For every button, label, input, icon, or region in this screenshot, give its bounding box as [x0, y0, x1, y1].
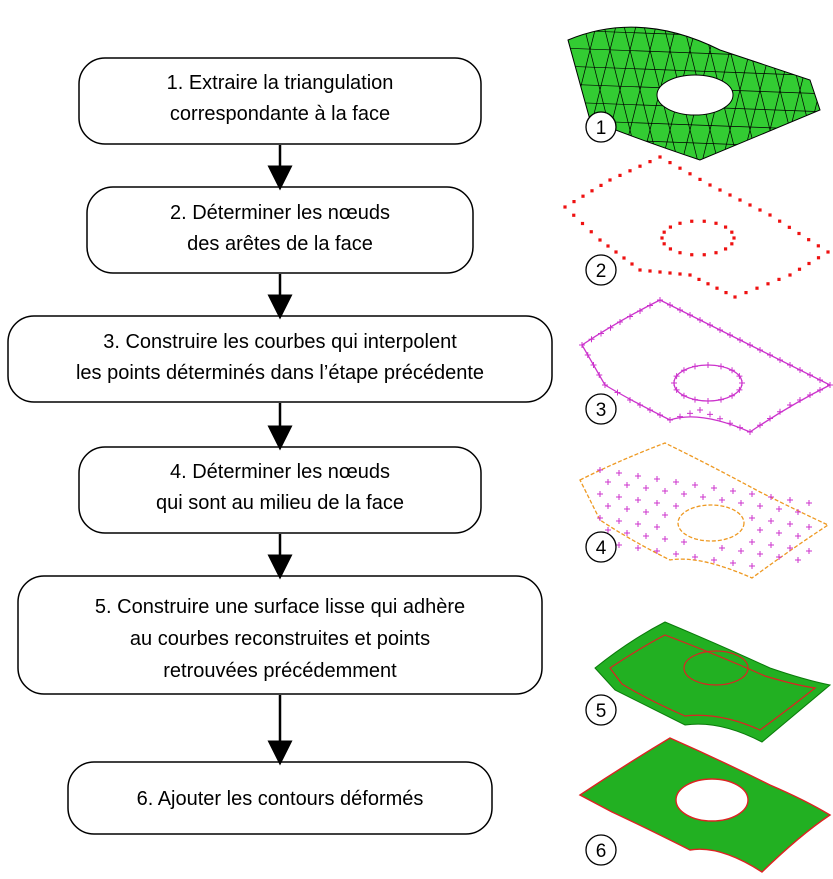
step-4-box	[78, 446, 482, 534]
step-4-line-2: qui sont au milieu de la face	[156, 492, 404, 514]
step-1: 1. Extraire la triangulation corresponda…	[78, 57, 482, 145]
step-4: 4. Déterminer les nœuds qui sont au mili…	[78, 446, 482, 534]
badge-4: 4	[585, 531, 617, 563]
badges: 1 2 3 4 5 6	[585, 111, 617, 866]
step-2-box	[86, 186, 474, 274]
badge-2-label: 2	[596, 261, 607, 282]
step-3-line-1: 3. Construire les courbes qui interpolen…	[103, 331, 457, 353]
step-5-line-2: au courbes reconstruites et points	[130, 628, 430, 650]
step-3-line-2: les points déterminés dans l’étape précé…	[76, 362, 484, 384]
step-3-box	[7, 315, 553, 403]
illustration-1-mesh	[567, 26, 821, 161]
step-2-line-2: des arêtes de la face	[187, 233, 373, 255]
step-3: 3. Construire les courbes qui interpolen…	[7, 315, 553, 403]
illustration-6-contours	[578, 737, 832, 873]
badge-3-label: 3	[596, 400, 607, 421]
badge-1-label: 1	[596, 118, 607, 139]
illustration-4-interior-nodes	[579, 442, 830, 579]
illustration-5-surface	[594, 621, 832, 743]
step-6-line-1: 6. Ajouter les contours déformés	[137, 788, 424, 810]
step-1-line-2: correspondante à la face	[170, 103, 390, 125]
step-1-line-1: 1. Extraire la triangulation	[167, 72, 394, 94]
step-5: 5. Construire une surface lisse qui adhè…	[17, 575, 543, 695]
badge-4-label: 4	[596, 538, 607, 559]
illustration-3-curves	[579, 297, 833, 435]
illustration-2-nodes	[563, 155, 830, 299]
badge-2: 2	[585, 254, 617, 286]
badge-3: 3	[585, 393, 617, 425]
badge-5: 5	[585, 694, 617, 726]
badge-5-label: 5	[596, 701, 607, 722]
badge-1: 1	[585, 111, 617, 143]
badge-6-label: 6	[596, 841, 607, 862]
step-1-box	[78, 57, 482, 145]
badge-6: 6	[585, 834, 617, 866]
step-2-line-1: 2. Déterminer les nœuds	[170, 202, 390, 224]
step-4-line-1: 4. Déterminer les nœuds	[170, 461, 390, 483]
step-6: 6. Ajouter les contours déformés	[67, 761, 493, 835]
step-5-line-3: retrouvées précédemment	[163, 660, 397, 682]
step-5-line-1: 5. Construire une surface lisse qui adhè…	[95, 596, 465, 618]
step-2: 2. Déterminer les nœuds des arêtes de la…	[86, 186, 474, 274]
